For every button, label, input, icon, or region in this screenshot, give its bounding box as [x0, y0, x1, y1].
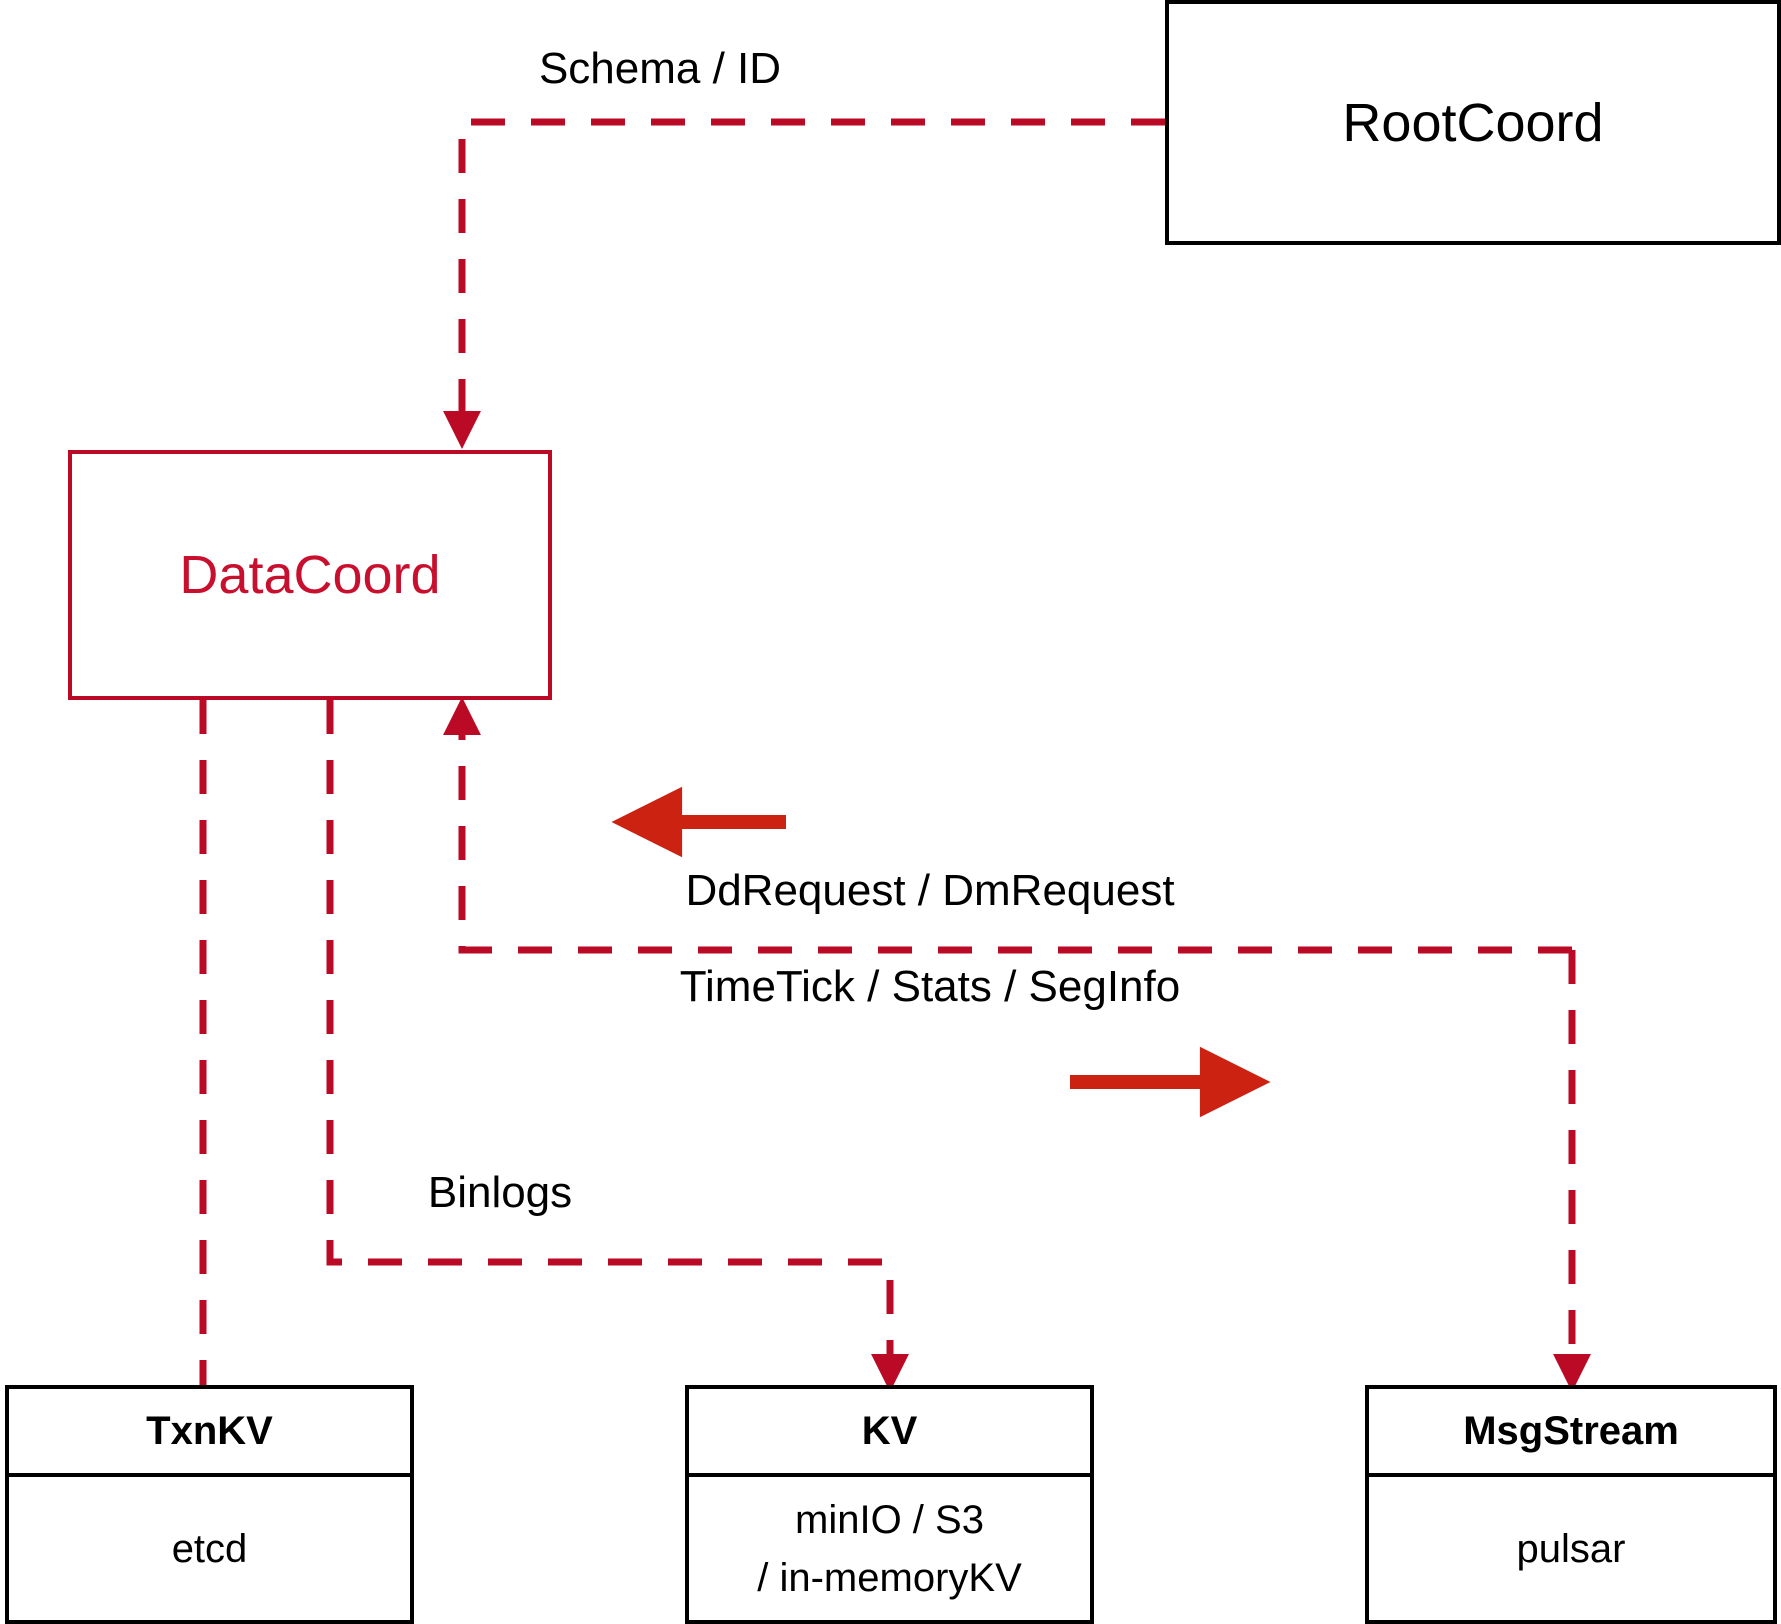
node-kv-title: KV: [689, 1389, 1090, 1477]
node-txnkv[interactable]: TxnKV etcd: [5, 1385, 414, 1624]
node-msgstream-title: MsgStream: [1369, 1389, 1773, 1477]
edge-label-timetick-stats-seginfo: TimeTick / Stats / SegInfo: [679, 962, 1181, 1011]
node-msgstream-detail-line-0: pulsar: [1516, 1526, 1626, 1571]
edge-label-binlogs: Binlogs: [427, 1168, 573, 1217]
node-msgstream[interactable]: MsgStream pulsar: [1365, 1385, 1777, 1624]
node-txnkv-title: TxnKV: [9, 1389, 410, 1477]
edge-label-schema-id: Schema / ID: [538, 44, 782, 93]
node-kv[interactable]: KV minIO / S3 / in-memoryKV: [685, 1385, 1094, 1624]
node-txnkv-detail-line-0: etcd: [171, 1526, 248, 1571]
edge-schema-id-path: [443, 118, 1165, 449]
node-msgstream-detail: pulsar: [1369, 1477, 1773, 1620]
node-datacoord-label: DataCoord: [179, 545, 441, 605]
node-txnkv-detail: etcd: [9, 1477, 410, 1620]
node-datacoord[interactable]: DataCoord: [68, 450, 552, 700]
edge-binlogs-path: [326, 700, 909, 1392]
node-rootcoord-label: RootCoord: [1342, 92, 1604, 153]
node-kv-detail-line-1: / in-memoryKV: [757, 1555, 1022, 1600]
node-rootcoord[interactable]: RootCoord: [1165, 0, 1781, 245]
edge-label-ddrequest-dmrequest: DdRequest / DmRequest: [685, 866, 1175, 915]
node-kv-detail: minIO / S3 / in-memoryKV: [689, 1477, 1090, 1620]
node-kv-detail-line-0: minIO / S3: [795, 1497, 984, 1542]
